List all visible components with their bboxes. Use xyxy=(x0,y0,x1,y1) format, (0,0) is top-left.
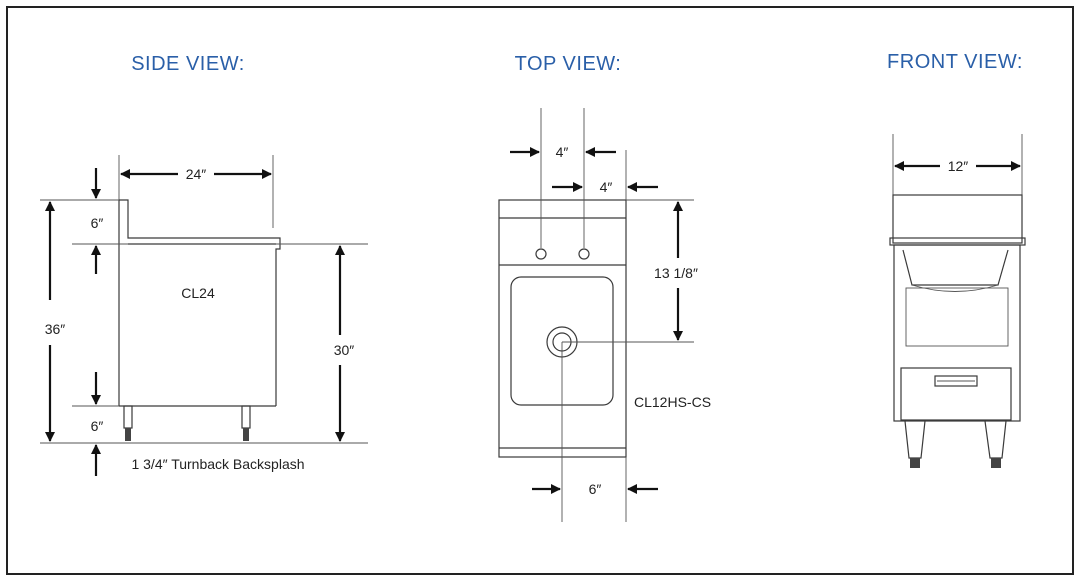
side-leg-dimension: 6″ xyxy=(91,418,104,434)
side-legs xyxy=(123,405,251,441)
top-sink-outline xyxy=(498,199,627,458)
faucet-hole-left xyxy=(535,248,547,260)
front-width-dimension: 12″ xyxy=(948,158,969,174)
sheet-border xyxy=(6,6,1074,575)
drain-from-side-dimension: 6″ xyxy=(589,481,602,497)
front-cabinet-outline xyxy=(889,194,1026,422)
side-view-title: SIDE VIEW: xyxy=(131,53,245,75)
faucet-offset-dimension: 4″ xyxy=(600,179,613,195)
front-view: FRONT VIEW: 12″ xyxy=(887,51,1026,468)
side-model-label: CL24 xyxy=(181,285,215,301)
faucet-spacing-dimension: 4″ xyxy=(556,144,569,160)
side-overall-height-dimension: 36″ xyxy=(45,321,66,337)
top-view: TOP VIEW: 4″ 4″ xyxy=(498,53,711,522)
side-depth-dimension: 24″ xyxy=(186,166,207,182)
drawer-handle xyxy=(934,375,978,387)
front-view-title: FRONT VIEW: xyxy=(887,51,1023,73)
front-legs xyxy=(904,420,1007,468)
drain-from-back-dimension: 13 1/8″ xyxy=(654,265,698,281)
side-work-height-dimension: 30″ xyxy=(334,342,355,358)
backsplash-note: 1 3/4″ Turnback Backsplash xyxy=(131,456,304,472)
top-view-title: TOP VIEW: xyxy=(515,53,622,75)
side-view: SIDE VIEW: 24″ 6″ xyxy=(40,53,368,476)
top-model-label: CL12HS-CS xyxy=(634,394,711,410)
faucet-hole-right xyxy=(578,248,590,260)
side-cabinet-outline xyxy=(118,199,368,407)
side-backsplash-dimension: 6″ xyxy=(91,215,104,231)
